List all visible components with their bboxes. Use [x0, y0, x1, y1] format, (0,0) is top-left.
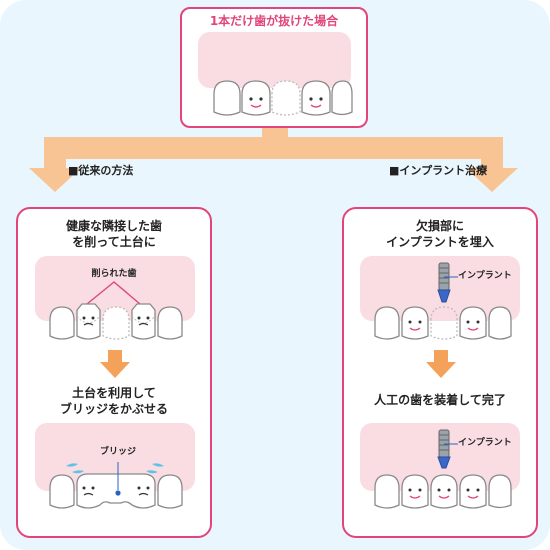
missing-tooth-outline: [271, 80, 301, 116]
left-step1-line1: 健康な隣接した歯: [65, 219, 162, 233]
tooth: [374, 306, 400, 340]
tooth: [213, 80, 241, 116]
right-step1-line2: インプラントを埋入: [386, 235, 494, 249]
implant-label-1: インプラント: [458, 271, 512, 281]
tooth: [331, 80, 353, 116]
missing-tooth-outline: [102, 306, 130, 340]
tooth-face: [301, 80, 331, 116]
right-branch-heading: ■インプラント治療: [389, 164, 488, 177]
bridge: [76, 462, 156, 509]
sweat-drop-icon: [66, 463, 164, 474]
implant-crown-face: [430, 474, 458, 509]
left-step2-line1: 土台を利用して: [72, 386, 156, 400]
left-branch-heading: ■従来の方法: [68, 164, 134, 177]
cut-tooth: [76, 303, 101, 340]
left-step1-line2: を削って土台に: [72, 235, 156, 249]
tooth: [157, 306, 183, 340]
tooth-face: [459, 306, 487, 340]
down-arrow: [426, 350, 456, 378]
implant-screw-icon: [437, 429, 458, 469]
implant-screw-icon: [437, 262, 458, 303]
tooth-face: [401, 474, 429, 509]
tooth-face: [459, 474, 487, 509]
tooth-face: [401, 306, 429, 340]
implant-label-2: インプラント: [458, 438, 512, 448]
tooth: [49, 306, 75, 340]
tooth: [157, 474, 183, 509]
tooth: [488, 474, 512, 509]
top-title: 1本だけ歯が抜けた場合: [209, 14, 339, 28]
down-arrow: [100, 350, 130, 378]
right-step1-line1: 欠損部に: [415, 219, 464, 233]
cut-tooth-label: 削られた歯: [91, 269, 137, 279]
right-step2-line1: 人工の歯を装着して完了: [374, 393, 506, 407]
tooth: [374, 474, 400, 509]
left-step2-line2: ブリッジをかぶせる: [59, 402, 168, 416]
missing-tooth-outline: [430, 306, 458, 340]
bridge-label: ブリッジ: [99, 447, 136, 457]
cut-tooth: [131, 303, 156, 340]
tooth-face: [241, 80, 271, 116]
tooth: [488, 306, 512, 340]
tooth: [49, 474, 75, 509]
